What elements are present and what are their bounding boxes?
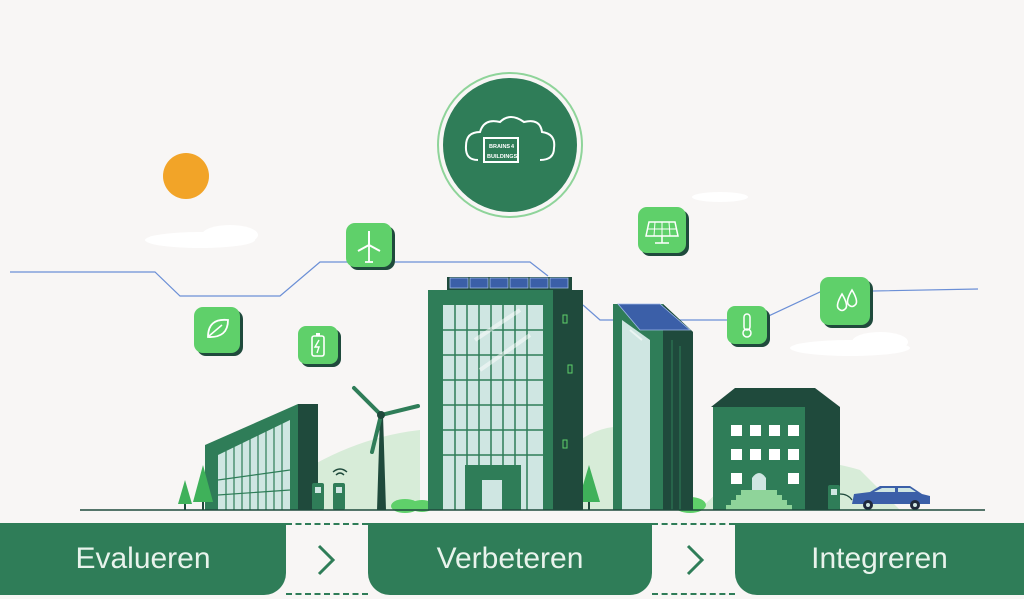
connector-dash-top-1 [286,523,368,525]
data-line-center [395,261,549,277]
brain-logo-icon: BRAINS 4 BUILDINGS [464,116,556,163]
step-improve-label: Verbeteren [436,542,584,575]
logo-line2: 4 [511,144,515,150]
step-integrate[interactable]: Integreren [735,523,1024,595]
electric-car [852,486,930,510]
connector-dash-bottom-1 [286,593,368,595]
solar-panel-icon [638,207,689,256]
charging-station-right [828,485,853,510]
building-left [205,404,318,510]
tree-center [578,465,600,510]
cloud-left [145,225,258,248]
data-line-left [10,261,360,297]
leaf-icon [194,307,243,356]
logo-line3: BUILDINGS [487,154,518,160]
tower-solar-panels [449,277,569,289]
building-house [711,388,840,510]
step-integrate-label: Integreren [811,542,948,575]
wind-turbine-icon [346,223,395,270]
step-evaluate-label: Evalueren [75,542,211,575]
cloud-top-right [692,192,748,202]
building-slim [613,303,693,510]
tree-small [178,465,213,510]
sun [163,153,209,199]
chevron-right-icon [674,538,714,582]
water-drops-icon [820,277,873,328]
step-evaluate[interactable]: Evalueren [0,523,286,595]
logo-line1: BRAINS [489,144,510,150]
building-tower [428,277,583,510]
thermometer-icon [727,306,770,347]
chevron-right-icon [305,538,345,582]
illustration: BRAINS 4 BUILDINGS [10,72,985,513]
battery-icon [298,326,341,367]
logo-ring [437,72,583,218]
step-improve[interactable]: Verbeteren [368,523,652,595]
charging-station-left [312,468,348,510]
connector-dash-top-2 [652,523,735,525]
wind-turbine [352,386,420,510]
connector-dash-bottom-2 [652,593,735,595]
cloud-right [790,332,910,356]
